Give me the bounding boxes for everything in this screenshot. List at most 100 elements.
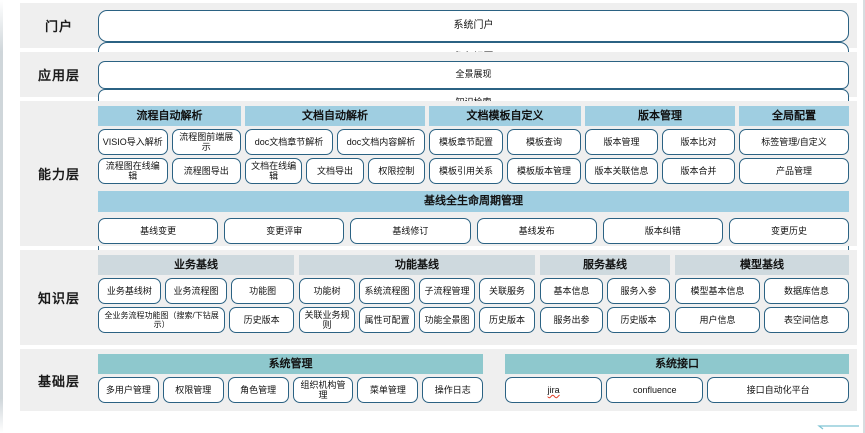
knowledge-group-model: 模型基线 模型基本信息 数据库信息 用户信息 表空间信息 [675, 255, 849, 333]
lifecycle-header: 基线全生命周期管理 [98, 191, 849, 212]
foundation-row-1-0: jira confluence 接口自动化平台 [505, 377, 849, 403]
portal-item-0[interactable]: 系统门户 [98, 9, 849, 42]
capability-group-list: 流程自动解析 VISIO导入解析 流程图前端展示 流程图在线编辑 流程图导出 文… [98, 106, 849, 184]
capability-item-1-0-0[interactable]: doc文档章节解析 [245, 129, 333, 155]
lifecycle-item-0[interactable]: 基线变更 [98, 218, 219, 244]
capability-item-2-1-1[interactable]: 模板版本管理 [507, 158, 581, 184]
layer-label-application: 应用层 [37, 68, 80, 83]
knowledge-item-2-0-0[interactable]: 基本信息 [540, 278, 603, 304]
knowledge-item-1-0-3[interactable]: 关联服务 [479, 278, 535, 304]
layer-row-knowledge: 知识层 业务基线 业务基线树 业务流程图 功能图 全业务流程功能图（搜索/下钻展… [20, 250, 857, 345]
lifecycle-item-5[interactable]: 变更历史 [728, 218, 850, 244]
lifecycle-item-1[interactable]: 变更评审 [224, 218, 345, 244]
capability-item-3-0-1[interactable]: 版本比对 [662, 129, 735, 155]
capability-row-3-1: 版本关联信息 版本合并 [585, 158, 735, 184]
capability-item-1-0-1[interactable]: doc文档内容解析 [337, 129, 425, 155]
knowledge-item-1-1-3[interactable]: 历史版本 [479, 307, 535, 333]
capability-item-1-1-2[interactable]: 权限控制 [367, 158, 425, 184]
capability-group-header-1: 文档自动解析 [245, 106, 425, 126]
capability-group-global: 全局配置 标签管理/自定义 产品管理 [739, 106, 849, 184]
knowledge-item-3-0-1[interactable]: 数据库信息 [764, 278, 849, 304]
capability-item-1-1-0[interactable]: 文档在线编辑 [245, 158, 303, 184]
layer-label-foundation: 基础层 [37, 373, 80, 389]
foundation-row-0-0: 多用户管理 权限管理 角色管理 组织机构管理 菜单管理 操作日志 [98, 377, 484, 403]
knowledge-item-0-0-2[interactable]: 功能图 [231, 278, 295, 304]
knowledge-group-header-0: 业务基线 [98, 255, 294, 275]
knowledge-row-3-1: 用户信息 表空间信息 [675, 307, 849, 333]
lifecycle-item-4[interactable]: 版本纠错 [602, 218, 723, 244]
foundation-group-header-0: 系统管理 [98, 354, 484, 374]
knowledge-group-header-3: 模型基线 [675, 255, 849, 275]
capability-group-header-4: 全局配置 [739, 106, 849, 126]
capability-group-header-0: 流程自动解析 [98, 106, 241, 126]
foundation-item-0-0-0[interactable]: 多用户管理 [98, 377, 159, 403]
capability-row-2-0: 模板章节配置 模板查询 [429, 129, 581, 155]
knowledge-row-0-1: 全业务流程功能图（搜索/下钻展示） 历史版本 [98, 307, 294, 333]
capability-item-4-1-0[interactable]: 产品管理 [739, 158, 849, 184]
capability-item-0-1-1[interactable]: 流程图导出 [171, 158, 241, 184]
foundation-item-0-0-3[interactable]: 组织机构管理 [292, 377, 354, 403]
knowledge-item-3-1-0[interactable]: 用户信息 [675, 307, 760, 333]
foundation-item-0-0-1[interactable]: 权限管理 [162, 377, 224, 403]
foundation-group-list: 系统管理 多用户管理 权限管理 角色管理 组织机构管理 菜单管理 操作日志 系统… [98, 354, 849, 403]
layer-row-application: 应用层 全景展现 知识检索 关联识别 关联视图 影响度分析 生成用例 自动生成导… [20, 52, 857, 285]
capability-item-4-0-0[interactable]: 标签管理/自定义 [739, 129, 849, 155]
knowledge-group-list: 业务基线 业务基线树 业务流程图 功能图 全业务流程功能图（搜索/下钻展示） 历… [98, 255, 849, 333]
lifecycle-item-2[interactable]: 基线修订 [350, 218, 471, 244]
knowledge-row-0-0: 业务基线树 业务流程图 功能图 [98, 278, 295, 304]
capability-item-3-1-1[interactable]: 版本合并 [662, 158, 735, 184]
capability-item-2-0-1[interactable]: 模板查询 [507, 129, 581, 155]
capability-row-3-0: 版本管理 版本比对 [585, 129, 735, 155]
knowledge-item-0-0-0[interactable]: 业务基线树 [98, 278, 161, 304]
knowledge-item-1-0-2[interactable]: 子流程管理 [419, 278, 475, 304]
knowledge-group-function: 功能基线 功能树 系统流程图 子流程管理 关联服务 关联业务规则 属性可配置 功… [299, 255, 535, 333]
capability-group-header-2: 文档模板自定义 [429, 106, 581, 126]
capability-item-0-0-1[interactable]: 流程图前端展示 [171, 129, 241, 155]
left-frame-edge [0, 0, 3, 433]
knowledge-item-2-1-0[interactable]: 服务出参 [540, 307, 603, 333]
capability-item-2-1-0[interactable]: 模板引用关系 [429, 158, 503, 184]
knowledge-item-1-1-0[interactable]: 关联业务规则 [299, 307, 355, 333]
knowledge-group-service: 服务基线 基本信息 服务入参 服务出参 历史版本 [540, 255, 670, 333]
capability-item-2-0-0[interactable]: 模板章节配置 [429, 129, 503, 155]
knowledge-item-2-0-1[interactable]: 服务入参 [607, 278, 670, 304]
capability-row-1-1: 文档在线编辑 文档导出 权限控制 [245, 158, 425, 184]
layer-label-knowledge: 知识层 [37, 291, 80, 306]
knowledge-row-1-0: 功能树 系统流程图 子流程管理 关联服务 [299, 278, 535, 304]
capability-row-0-1: 流程图在线编辑 流程图导出 [98, 158, 241, 184]
capability-item-0-0-0[interactable]: VISIO导入解析 [98, 129, 168, 155]
foundation-group-system-interface: 系统接口 jira confluence 接口自动化平台 [505, 354, 849, 403]
foundation-item-api-platform[interactable]: 接口自动化平台 [707, 377, 849, 403]
capability-row-1-0: doc文档章节解析 doc文档内容解析 [245, 129, 425, 155]
knowledge-item-3-1-1[interactable]: 表空间信息 [764, 307, 849, 333]
knowledge-item-1-1-1[interactable]: 属性可配置 [359, 307, 415, 333]
capability-item-1-1-1[interactable]: 文档导出 [306, 158, 364, 184]
knowledge-item-2-1-1[interactable]: 历史版本 [607, 307, 670, 333]
decorative-arrow-icon [817, 425, 859, 430]
layer-label-portal: 门户 [44, 19, 73, 34]
foundation-item-confluence[interactable]: confluence [606, 377, 704, 403]
application-item-0[interactable]: 全景展现 [98, 60, 849, 89]
knowledge-item-0-1-0[interactable]: 全业务流程功能图（搜索/下钻展示） [98, 307, 226, 333]
foundation-item-0-0-5[interactable]: 操作日志 [422, 377, 484, 403]
knowledge-row-3-0: 模型基本信息 数据库信息 [675, 278, 849, 304]
capability-item-0-1-0[interactable]: 流程图在线编辑 [98, 158, 168, 184]
knowledge-item-1-1-2[interactable]: 功能全景图 [419, 307, 475, 333]
knowledge-item-3-0-0[interactable]: 模型基本信息 [675, 278, 760, 304]
capability-row-4-1: 产品管理 [739, 158, 849, 184]
capability-item-3-0-0[interactable]: 版本管理 [585, 129, 658, 155]
portal-item-list: 系统门户 角色视图 个人工作空间 [98, 9, 849, 106]
knowledge-item-1-0-0[interactable]: 功能树 [299, 278, 355, 304]
capability-item-3-1-0[interactable]: 版本关联信息 [585, 158, 658, 184]
foundation-item-0-0-2[interactable]: 角色管理 [227, 377, 289, 403]
capability-group-version: 版本管理 版本管理 版本比对 版本关联信息 版本合并 [585, 106, 735, 184]
foundation-item-jira[interactable]: jira [505, 377, 603, 403]
knowledge-item-0-0-1[interactable]: 业务流程图 [164, 278, 228, 304]
foundation-group-system-management: 系统管理 多用户管理 权限管理 角色管理 组织机构管理 菜单管理 操作日志 [98, 354, 484, 403]
foundation-group-header-1: 系统接口 [505, 354, 849, 374]
lifecycle-item-3[interactable]: 基线发布 [476, 218, 597, 244]
foundation-item-0-0-4[interactable]: 菜单管理 [357, 377, 419, 403]
layer-row-foundation: 基础层 系统管理 多用户管理 权限管理 角色管理 组织机构管理 菜单管理 操作日… [20, 349, 857, 411]
knowledge-item-0-1-1[interactable]: 历史版本 [229, 307, 294, 333]
knowledge-item-1-0-1[interactable]: 系统流程图 [359, 278, 415, 304]
